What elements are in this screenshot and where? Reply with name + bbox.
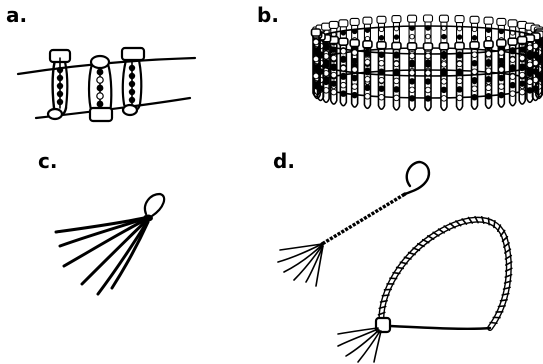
cord-tassel-1 [278,244,323,286]
safety-pin-1 [48,50,70,119]
panel-b-illustration [312,15,543,111]
panel-a-illustration [18,48,195,121]
bead-column-3 [129,65,135,103]
safety-pin-3 [122,48,144,115]
safety-pin-2 [89,56,112,121]
thread-strands [56,218,148,294]
bead-column-1 [57,67,63,105]
panel-label-d: d. [273,149,295,173]
cord-loop [405,162,429,194]
panel-d-illustration [278,162,512,362]
twisted-cord-straight [278,162,429,286]
twisted-cord-loop [338,217,512,362]
panel-c-illustration [56,194,164,294]
bead-column-2 [97,69,104,108]
panel-label-b: b. [257,3,279,27]
thread-loop [145,194,164,216]
panel-label-a: a. [6,3,27,27]
cord-tassel-2 [338,328,381,362]
panel-label-c: c. [38,149,57,173]
